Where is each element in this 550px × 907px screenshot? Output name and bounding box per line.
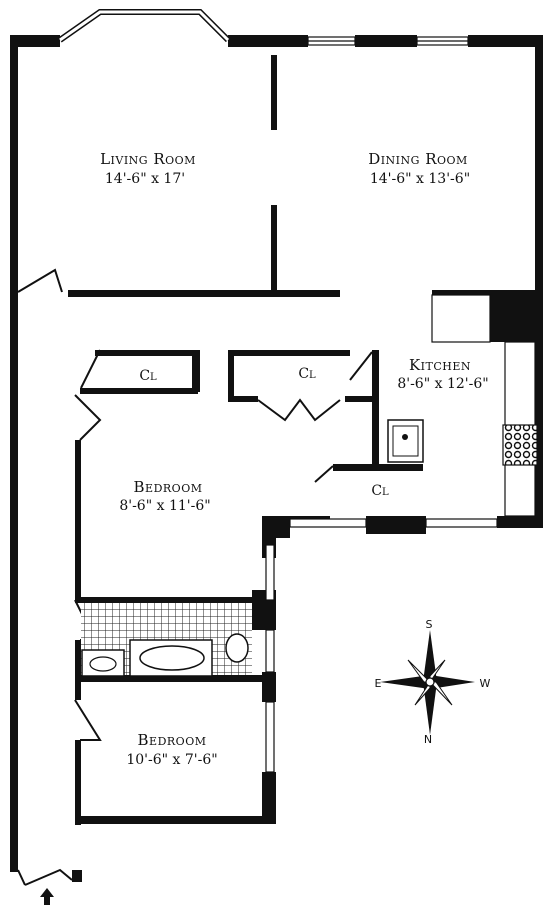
compass-north-label: N [424, 733, 432, 746]
living-room-name: Living Room [100, 150, 196, 168]
bedroom-1-name: Bedroom [134, 478, 203, 496]
window-bedroom-2 [265, 701, 275, 773]
closet-1-label: Cl [139, 368, 157, 384]
compass: S N E W [375, 618, 491, 746]
walls [10, 35, 543, 882]
bedroom-2-name: Bedroom [138, 731, 207, 749]
compass-east-label: E [375, 677, 382, 690]
closet-3-label: Cl [371, 483, 389, 499]
living-room-dims: 14'-6" x 17' [105, 171, 185, 187]
window-bath [265, 629, 275, 673]
windows [58, 9, 498, 773]
bedroom-2-dims: 10'-6" x 7'-6" [126, 752, 217, 768]
room-labels: Living Room 14'-6" x 17' Dining Room 14'… [100, 150, 489, 768]
entry-arrow [40, 888, 54, 905]
toilet-icon [225, 633, 249, 663]
compass-south-label: S [426, 618, 433, 631]
window-bedroom-1b [289, 518, 367, 528]
window-bedroom-1 [265, 544, 275, 601]
stove-icon [502, 424, 538, 466]
compass-west-label: W [480, 677, 491, 690]
sink-icon [387, 419, 424, 463]
kitchen-dims: 8'-6" x 12'-6" [397, 376, 488, 392]
dining-room-name: Dining Room [368, 150, 468, 168]
kitchen-fixtures [387, 294, 538, 517]
dining-room-dims: 14'-6" x 13'-6" [370, 171, 470, 187]
closet-2-label: Cl [298, 366, 316, 382]
bath-fixtures [81, 603, 252, 677]
bedroom-1-dims: 8'-6" x 11'-6" [119, 498, 210, 514]
vanity-sink-icon [81, 649, 125, 677]
doors [17, 268, 373, 886]
window-kitchen [425, 518, 498, 528]
kitchen-name: Kitchen [409, 356, 471, 374]
kitchen-counter [431, 294, 491, 343]
